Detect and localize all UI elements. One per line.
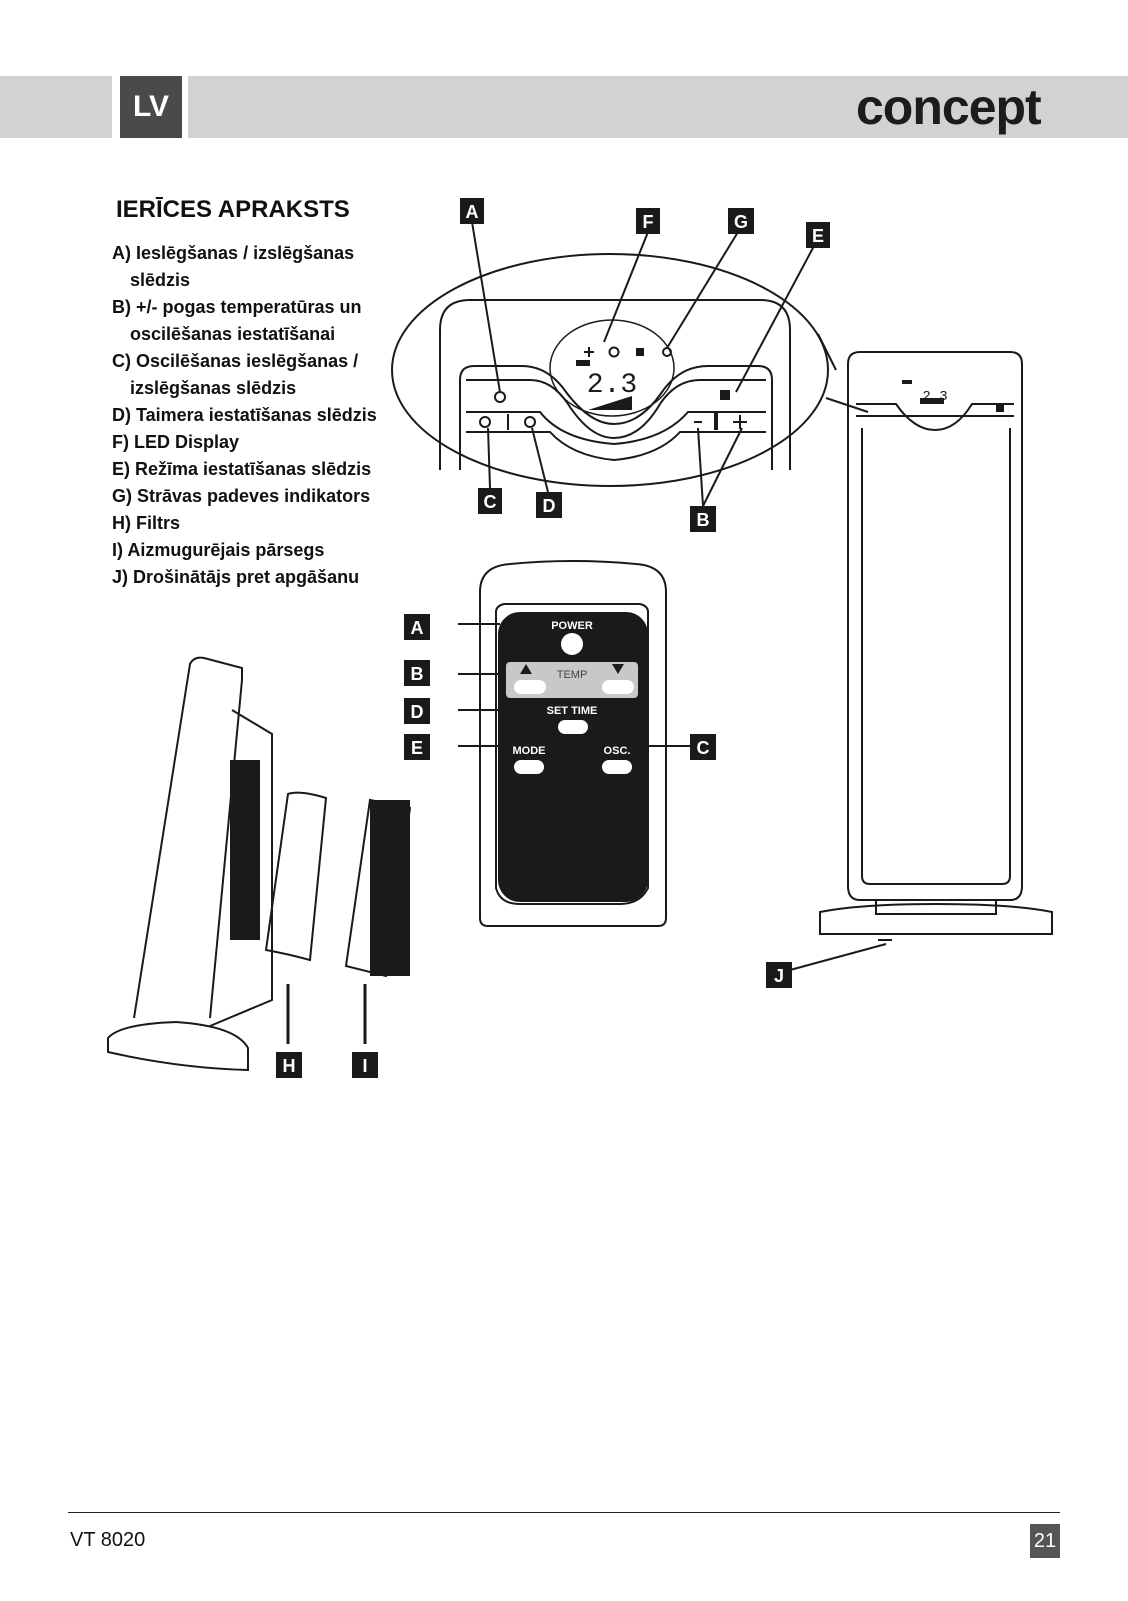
callout-g: G [734,212,748,232]
leader-g [666,231,739,349]
page-number: 21 [1030,1524,1060,1558]
header-bar [0,76,1128,138]
display-timer-icon [608,346,620,358]
remote-set-time-label: SET TIME [547,705,598,717]
language-badge: LV [120,76,182,138]
leader-j [789,943,887,971]
led-display-value: 2.3 [587,370,637,401]
parts-list: A) Ieslēgšanas / izslēgšanas slēdzis B) … [112,240,412,591]
callout-i: I [362,1056,367,1076]
front-display-level [920,398,944,404]
leader-b-right [702,427,743,507]
remote-down-arrow [612,664,624,674]
display-fan-icon [636,348,644,356]
section-title: IERĪCES APRAKSTS [116,196,350,223]
leader-f [603,231,649,343]
front-mode-icon [996,404,1004,412]
remote-power-label: POWER [551,620,593,632]
power-icon [494,391,506,403]
oscillation-icon [479,416,491,428]
exploded-heater-side [209,709,273,1027]
remote-inner [495,603,649,905]
remote-callout-c: C [697,738,710,758]
exploded-heater-vents [230,760,260,940]
power-indicator-icon [662,347,672,357]
remote-osc-label: OSC. [604,745,631,757]
front-display-value: 2.3 [922,389,947,405]
callout-b: B [697,510,710,530]
remote-callout-e: E [411,738,423,758]
heater-front-panel-curve [856,403,1014,432]
part-item-g: G) Strāvas padeves indikators [112,486,371,506]
part-item-a: A) Ieslēgšanas / izslēgšanas slēdzis [112,243,355,290]
callout-c: C [484,492,497,512]
part-item-i: I) Aizmugurējais pārsegs [112,540,325,560]
leader-a [471,221,501,393]
magnifier-connector-top [817,333,837,371]
part-item-b: B) +/- pogas temperatūras un oscilēšanas… [112,297,362,344]
heater-base [819,902,1053,935]
filter-part [264,791,328,962]
heater-front-body [847,351,1023,901]
part-item-j: J) Drošinātājs pret apgāšanu [112,567,360,587]
callout-e: E [812,226,824,246]
heater-neck [875,900,997,915]
magnifier-ellipse [391,253,829,487]
display-ring [549,319,675,417]
panel-outline [439,299,791,470]
part-item-e: E) Režīma iestatīšanas slēdzis [112,459,372,479]
remote-panel [498,612,648,902]
mode-icon [720,390,730,400]
leader-d [531,427,549,493]
front-display-bar [902,380,912,384]
leader-c [487,427,491,489]
remote-mode-label: MODE [513,745,546,757]
brand-logo: concept [856,79,1042,135]
panel-curve [466,379,766,440]
remote-power-button[interactable] [561,633,583,655]
remote-up-arrow [520,664,532,674]
leader-b-left [697,427,704,507]
remote-set-time-button[interactable] [558,720,588,734]
panel-button-line [466,411,766,446]
part-item-d: D) Taimera iestatīšanas slēdzis [112,405,377,425]
remote-temp-label: TEMP [557,669,588,681]
model-number: VT 8020 [70,1529,146,1551]
remote-callout-a: A [411,618,424,638]
exploded-heater-front [133,656,243,1019]
footer-divider [68,1512,1060,1513]
remote-osc-button[interactable] [602,760,632,774]
panel-button-line-lower [466,431,766,462]
remote-body [479,560,667,927]
remote-callout-b: B [411,664,424,684]
display-level-bars [588,396,632,410]
remote-temp-down-button[interactable] [514,680,546,694]
timer-icon [524,416,536,428]
callout-d: D [543,496,556,516]
callout-a: A [466,202,479,222]
remote-temp-up-button[interactable] [602,680,634,694]
display-bar-icon [576,360,590,366]
remote-callout-d: D [411,702,424,722]
part-item-h: H) Filtrs [112,513,181,533]
remote-mode-button[interactable] [514,760,544,774]
callout-j: J [774,966,784,986]
leader-e [735,245,815,393]
part-item-f: F) LED Display [112,432,240,452]
exploded-heater-base [107,1020,249,1072]
callout-h: H [283,1056,296,1076]
heater-front-grille [861,428,1011,885]
back-cover-grille [370,800,410,976]
callout-f: F [643,212,654,232]
panel-inner-outline [459,365,773,470]
part-item-c: C) Oscilēšanas ieslēgšanas / izslēgšanas… [112,351,359,398]
